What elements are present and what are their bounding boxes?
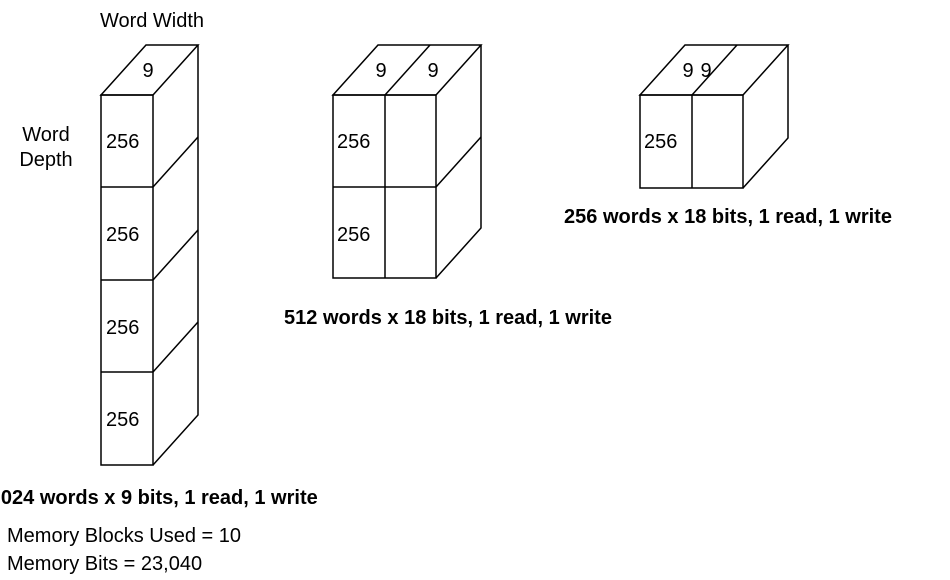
config1-depth-label: 256 <box>106 317 139 339</box>
word-depth-label-line2: Depth <box>19 149 72 171</box>
config2-width-label: 9 <box>375 60 386 82</box>
config1-depth-label: 256 <box>106 224 139 246</box>
config1-side-divider <box>152 321 199 373</box>
config-512x18: 9 9 256 256 <box>331 44 483 279</box>
config1-side-divider <box>152 136 199 188</box>
config-1024x9: 9 256 256 256 256 <box>99 44 200 466</box>
config1-depth-label: 256 <box>106 409 139 431</box>
config2-divider <box>384 44 431 96</box>
config2-depth-label: 256 <box>337 224 370 246</box>
config2-depth-label: 256 <box>337 131 370 153</box>
config2-caption: 512 words x 18 bits, 1 read, 1 write <box>284 307 612 329</box>
config3-caption: 256 words x 18 bits, 1 read, 1 write <box>564 206 892 228</box>
word-depth-label-line1: Word <box>22 124 69 146</box>
config3-width-label: 9 <box>700 60 711 82</box>
config3-width-label: 9 <box>682 60 693 82</box>
config3-divider <box>691 44 738 96</box>
config1-caption: 1,024 words x 9 bits, 1 read, 1 write <box>0 487 318 509</box>
config1-width-label: 9 <box>142 60 153 82</box>
memory-bits-total: Memory Bits = 23,040 <box>7 553 202 575</box>
config3-depth-label: 256 <box>644 131 677 153</box>
config2-width-label: 9 <box>427 60 438 82</box>
config1-side-face <box>152 45 199 466</box>
config2-side-face <box>435 45 482 279</box>
config2-side-divider <box>435 136 482 188</box>
config3-side-face <box>742 45 789 189</box>
config-256x18: 9 9 256 <box>638 44 790 189</box>
memory-blocks-used: Memory Blocks Used = 10 <box>7 525 241 547</box>
word-width-label: Word Width <box>100 10 204 32</box>
config1-side-divider <box>152 229 199 281</box>
config1-depth-label: 256 <box>106 131 139 153</box>
